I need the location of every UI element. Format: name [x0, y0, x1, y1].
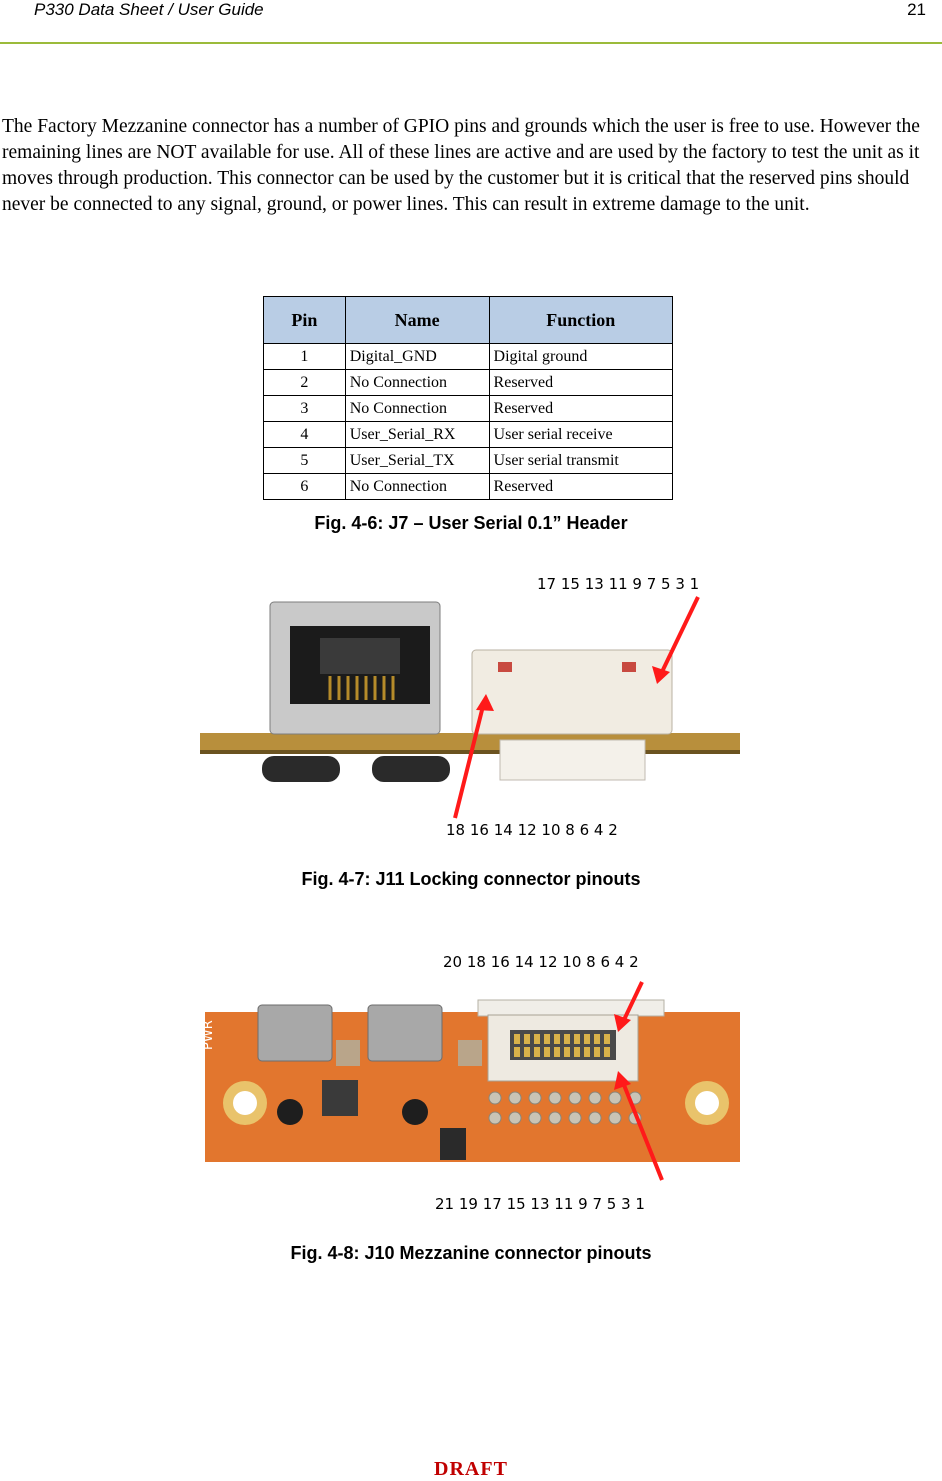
intro-paragraph: The Factory Mezzanine connector has a nu…	[2, 116, 920, 215]
pwr-label: PWR	[201, 1020, 216, 1050]
document-title: P330 Data Sheet / User Guide	[34, 0, 264, 19]
ethernet-port	[290, 626, 430, 704]
ic-chip	[440, 1128, 466, 1160]
column-header-function: Function	[488, 296, 674, 344]
cell-name: No Connection	[344, 473, 490, 500]
cell-name: No Connection	[344, 395, 490, 422]
cell-name: User_Serial_RX	[344, 421, 490, 448]
micro-usb-2	[372, 756, 450, 782]
pin-table: Pin Name Function 1 Digital_GND Digital …	[263, 296, 674, 500]
micro-usb-1	[262, 756, 340, 782]
j10-latch	[477, 999, 665, 1017]
j11-connector	[471, 649, 673, 735]
cell-pin: 4	[263, 421, 346, 448]
fig7-arrow-bottom	[453, 701, 486, 819]
inductor-2	[402, 1099, 428, 1125]
usb-port-2	[367, 1004, 443, 1062]
j10-pin-field	[510, 1030, 616, 1060]
j11-latch-right	[622, 662, 636, 672]
mount-hole-right-inner	[695, 1091, 719, 1115]
table-row: 5 User_Serial_TX User serial transmit	[263, 447, 674, 474]
fig8-caption: Fig. 4-8: J10 Mezzanine connector pinout…	[290, 1243, 652, 1263]
cell-pin: 5	[263, 447, 346, 474]
j10-pins	[514, 1034, 610, 1057]
ethernet-port-inner	[320, 638, 400, 674]
cell-pin: 6	[263, 473, 346, 500]
cell-function: User serial receive	[488, 421, 674, 448]
fig8-pcb	[205, 1012, 740, 1162]
fig7-arrow-top	[658, 596, 700, 677]
j10-connector	[487, 1014, 639, 1082]
fig7-top-pin-numbers: 17 15 13 11 9 7 5 3 1	[537, 575, 700, 593]
fig7-caption: Fig. 4-7: J11 Locking connector pinouts	[301, 869, 641, 889]
cell-function: User serial transmit	[488, 447, 674, 474]
inductor-1	[277, 1099, 303, 1125]
table-row: 4 User_Serial_RX User serial receive	[263, 421, 674, 448]
cell-function: Reserved	[488, 369, 674, 396]
mount-hole-right	[685, 1081, 729, 1125]
page-header: P330 Data Sheet / User Guide 21	[0, 0, 942, 44]
cell-name: User_Serial_TX	[344, 447, 490, 474]
ic-chip-2	[322, 1080, 358, 1116]
cell-pin: 2	[263, 369, 346, 396]
fig8-arrow-bottom	[620, 1079, 664, 1181]
cell-function: Digital ground	[488, 343, 674, 370]
ethernet-jack	[269, 601, 441, 735]
fig8-bottom-pin-numbers: 21 19 17 15 13 11 9 7 5 3 1	[435, 1195, 645, 1213]
cell-name: Digital_GND	[344, 343, 490, 370]
mount-hole-left	[223, 1081, 267, 1125]
cell-pin: 1	[263, 343, 346, 370]
table-row: 3 No Connection Reserved	[263, 395, 674, 422]
capacitor	[336, 1040, 360, 1066]
column-header-name: Name	[344, 296, 490, 344]
test-pads	[488, 1091, 642, 1125]
draft-watermark: DRAFT	[434, 1458, 508, 1480]
fig6-caption: Fig. 4-6: J7 – User Serial 0.1” Header	[314, 513, 628, 533]
column-header-pin: Pin	[263, 296, 346, 344]
cell-pin: 3	[263, 395, 346, 422]
fig7-bottom-pin-numbers: 18 16 14 12 10 8 6 4 2	[446, 821, 618, 839]
cell-name: No Connection	[344, 369, 490, 396]
fig8-arrow-top	[620, 981, 644, 1025]
usb-port-1	[257, 1004, 333, 1062]
cell-function: Reserved	[488, 473, 674, 500]
fig7-pcb-shadow	[200, 750, 740, 754]
j11-latch-left	[498, 662, 512, 672]
ethernet-contacts	[328, 676, 395, 700]
j11-lower-housing	[499, 739, 646, 781]
fig7-pcb	[200, 733, 740, 753]
table-row: 6 No Connection Reserved	[263, 473, 674, 500]
capacitor-2	[458, 1040, 482, 1066]
table-row: 2 No Connection Reserved	[263, 369, 674, 396]
fig8-top-pin-numbers: 20 18 16 14 12 10 8 6 4 2	[443, 953, 639, 971]
page-number: 21	[907, 0, 926, 19]
cell-function: Reserved	[488, 395, 674, 422]
table-header-row: Pin Name Function	[263, 296, 674, 344]
fig8-arrowhead-top	[614, 1014, 631, 1032]
mount-hole-left-inner	[233, 1091, 257, 1115]
table-row: 1 Digital_GND Digital ground	[263, 343, 674, 370]
fig8-arrowhead-bottom	[614, 1071, 631, 1090]
fig7-arrowhead-bottom	[476, 694, 494, 711]
fig7-arrowhead-top	[652, 666, 670, 684]
